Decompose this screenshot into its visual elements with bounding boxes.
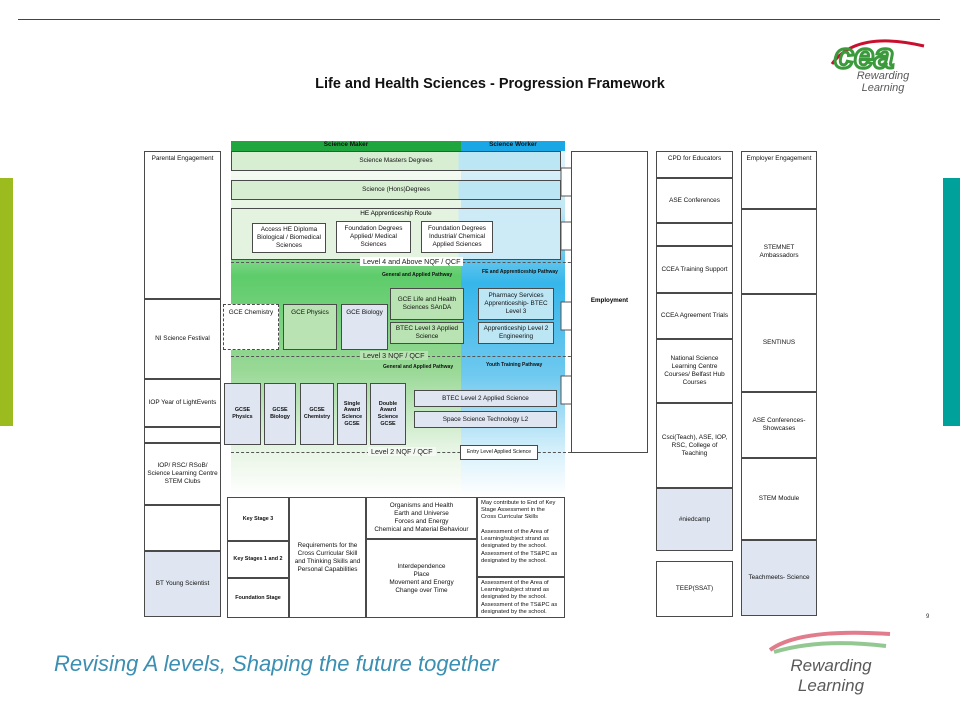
science-maker-header: Science Maker <box>231 141 461 151</box>
sentinus-box: SENTINUS <box>741 294 817 392</box>
foundation-applied-box: Foundation Degrees Applied/ Medical Scie… <box>336 221 411 253</box>
gce-biology-box: GCE Biology <box>341 304 388 350</box>
page-title: Life and Health Sciences - Progression F… <box>315 76 665 92</box>
requirements-cell: Requirements for the Cross Curricular Sk… <box>289 497 366 618</box>
fe-apprenticeship-pathway-label: FE and Apprenticeship Pathway <box>482 269 558 275</box>
cpd-educators-box: CPD for Educators <box>656 151 733 178</box>
science-worker-header: Science Worker <box>461 141 565 151</box>
key-stages-1-2-cell: Key Stages 1 and 2 <box>227 541 289 578</box>
employment-box <box>571 151 648 453</box>
key-stage-3-cell: Key Stage 3 <box>227 497 289 541</box>
level2-label: Level 2 NQF / QCF <box>368 447 436 456</box>
ks3-topics-cell: Organisms and Health Earth and Universe … <box>366 497 477 539</box>
stemnet-ambassadors-box: STEMNET Ambassadors <box>741 209 817 294</box>
level3-label: Level 3 NQF / QCF <box>360 351 428 360</box>
ase-conferences-box: ASE Conferences <box>656 178 733 223</box>
bt-young-scientist-box: BT Young Scientist <box>144 551 221 617</box>
single-award-science-box: Single Award Science GCSE <box>337 383 367 445</box>
ccea-training-box: CCEA Training Support <box>656 246 733 293</box>
employer-engagement-box: Employer Engagement <box>741 151 817 209</box>
csci-teach-box: Csci(Teach), ASE, IOP, RSC, College of T… <box>656 403 733 488</box>
logo-wordmark: cea <box>834 35 894 76</box>
footer-tagline: Rewarding Learning <box>790 656 872 695</box>
level4-label: Level 4 and Above NQF / QCF <box>360 257 464 266</box>
masters-label: Science Masters Degrees <box>359 157 433 164</box>
assessment-note-1: May contribute to End of Key Stage Asses… <box>477 497 565 577</box>
iop-year-of-light-box: IOP Year of LightEvents <box>144 379 221 427</box>
hons-band: Science (Hons)Degrees <box>231 180 561 200</box>
right-accent-bar <box>943 178 960 426</box>
teachmeets-box: Teachmeets- Science <box>741 540 817 616</box>
foundation-stage-cell: Foundation Stage <box>227 578 289 618</box>
youth-training-pathway-label: Youth Training Pathway <box>486 362 543 368</box>
he-apprenticeship-label: HE Apprenticeship Route <box>360 210 432 217</box>
gce-physics-label: GCE Physics <box>291 309 329 316</box>
ks12-topics-cell: Interdependence Place Movement and Energ… <box>366 539 477 618</box>
gcse-chemistry-box: GCSE Chemistry <box>300 383 334 445</box>
access-he-diploma-box: Access HE Diploma Biological / Biomedica… <box>252 223 326 253</box>
cea-logo: cea <box>826 34 930 88</box>
gce-chemistry-box: GCE Chemistry <box>223 304 279 350</box>
ase-showcases-box: ASE Conferences- Showcases <box>741 392 817 458</box>
footer-cea-logo <box>760 628 900 678</box>
footer-slogan: Revising A levels, Shaping the future to… <box>54 651 499 676</box>
gce-biology-label: GCE Biology <box>346 309 383 316</box>
general-applied-pathway-label-2: General and Applied Pathway <box>383 364 454 370</box>
ni-science-festival-box: NI Science Festival <box>144 299 221 379</box>
left-spacer-box <box>144 505 221 551</box>
gcse-biology-box: GCSE Biology <box>264 383 296 445</box>
btec-level3-box: BTEC Level 3 Applied Science <box>390 322 464 344</box>
entry-level-box: Entry Level Applied Science <box>460 445 538 460</box>
general-applied-pathway-label: General and Applied Pathway <box>382 272 453 278</box>
employment-label: Employment <box>590 297 629 304</box>
foundation-industrial-box: Foundation Degrees Industrial/ Chemical … <box>421 221 493 253</box>
apprenticeship-l2-box: Apprenticeship Level 2 Engineering <box>478 322 554 344</box>
masters-band: Science Masters Degrees <box>231 151 561 171</box>
left-accent-bar <box>0 178 13 426</box>
gce-chemistry-label: GCE Chemistry <box>228 309 274 316</box>
header-rule <box>18 19 940 20</box>
left-spacer-box <box>144 427 221 443</box>
nslc-courses-box: National Science Learning Centre Courses… <box>656 339 733 403</box>
gce-life-health-box: GCE Life and Health Sciences SAnDA <box>390 288 464 320</box>
assessment-note-2: Assessment of the Area of Learning/subje… <box>477 577 565 618</box>
parental-engagement-box: Parental Engagement <box>144 151 221 299</box>
gcse-physics-box: GCSE Physics <box>224 383 261 445</box>
hons-label: Science (Hons)Degrees <box>362 186 430 193</box>
btec-level2-box: BTEC Level 2 Applied Science <box>414 390 557 407</box>
ccea-agreement-trials-box: CCEA Agreement Trials <box>656 293 733 339</box>
educator-spacer-box <box>656 223 733 246</box>
stem-clubs-box: IOP/ RSC/ RSoB/ Science Learning Centre … <box>144 443 221 505</box>
pharmacy-apprenticeship-box: Pharmacy Services Apprenticeship- BTEC L… <box>478 288 554 320</box>
double-award-science-box: Double Award Science GCSE <box>370 383 406 445</box>
space-science-box: Space Science Technology L2 <box>414 411 557 428</box>
gce-physics-box: GCE Physics <box>283 304 337 350</box>
logo-tagline: Rewarding Learning <box>856 70 910 94</box>
page-number: 9 <box>926 614 930 620</box>
niedcamp-box: #niedcamp <box>656 488 733 551</box>
teep-box: TEEP(SSAT) <box>656 561 733 617</box>
stem-module-box: STEM Module <box>741 458 817 540</box>
